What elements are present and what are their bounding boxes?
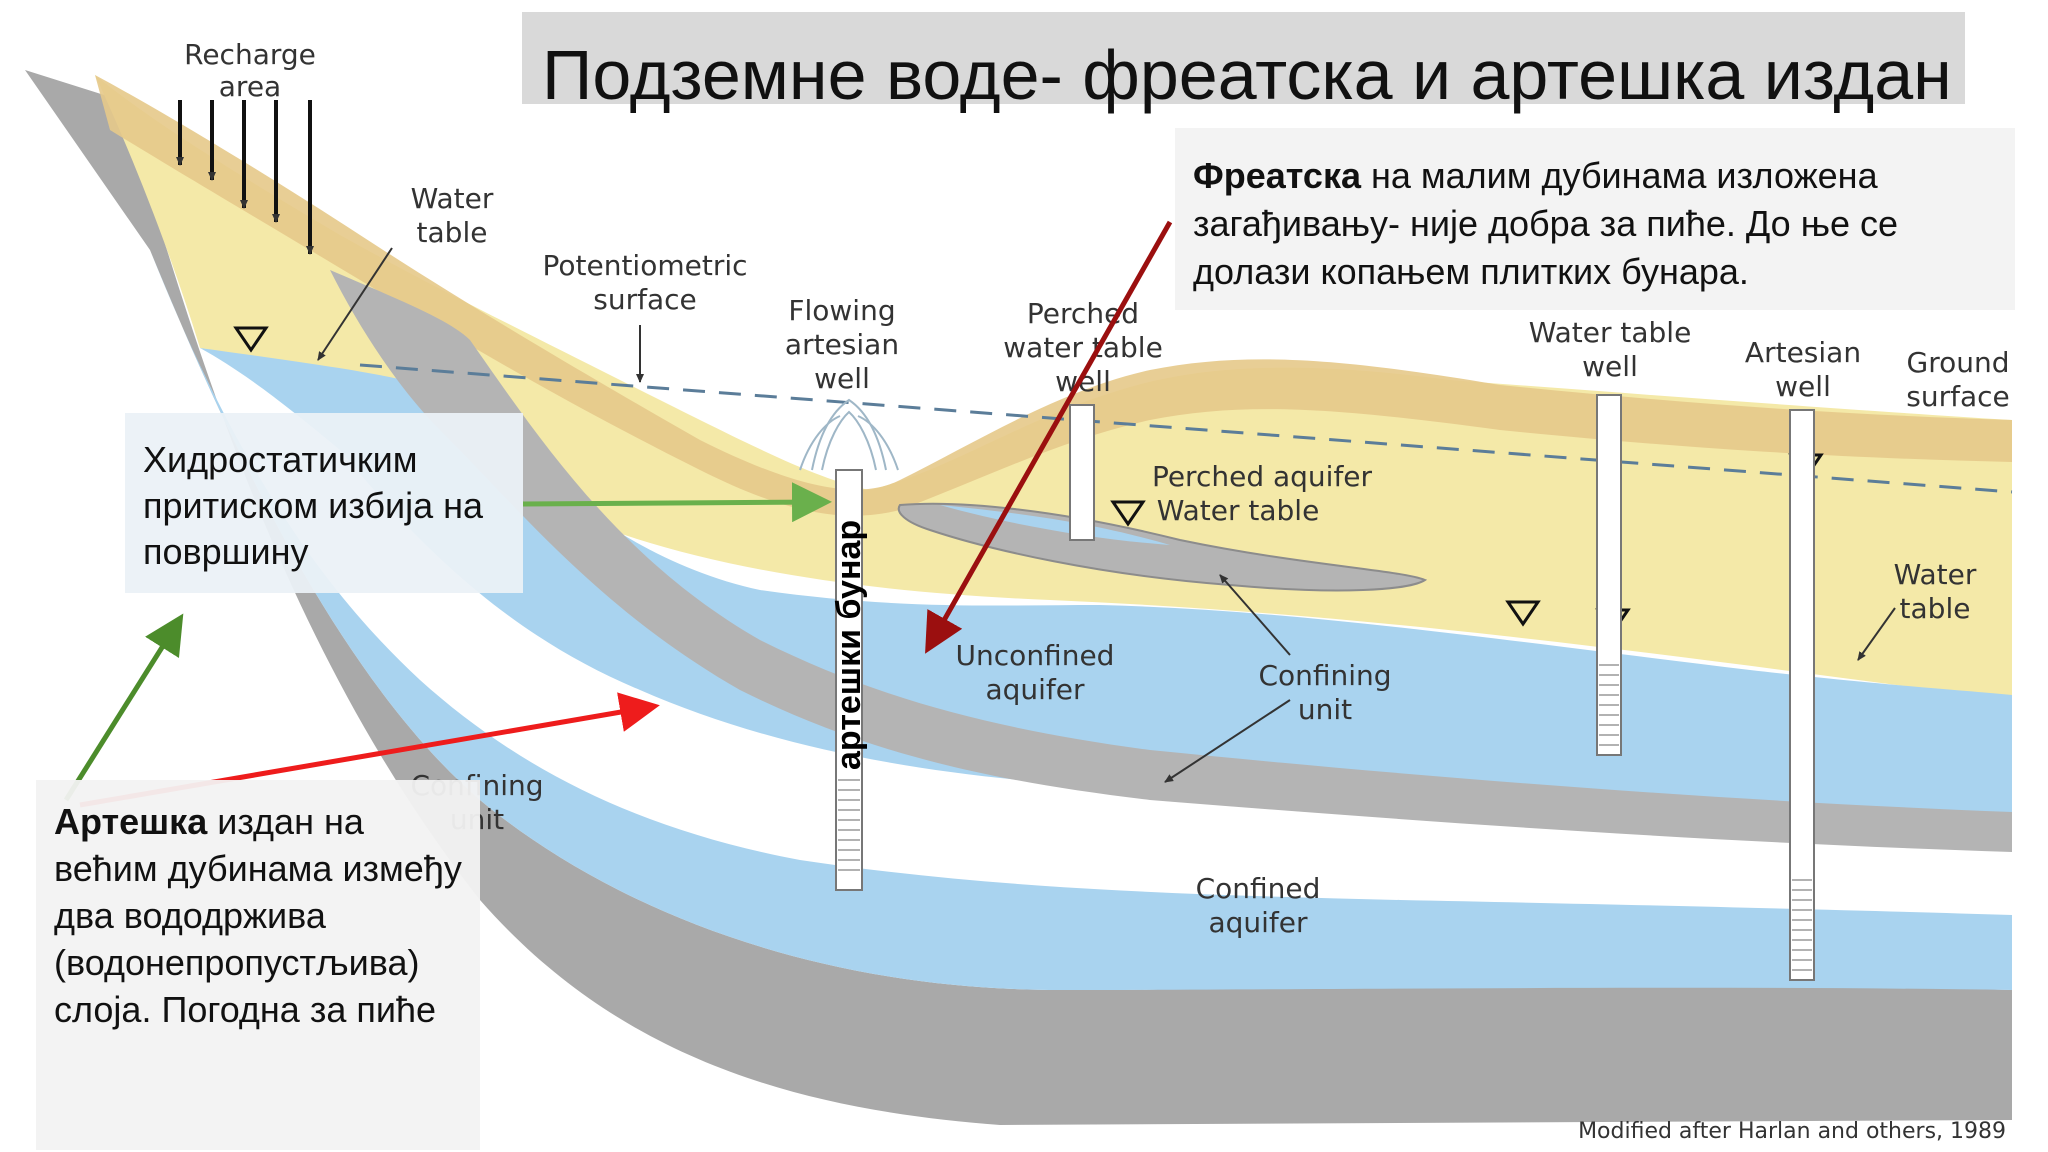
darkred-arrow-to-unconfined — [925, 220, 1173, 654]
water-table-well — [1596, 394, 1622, 756]
artesian-well-vertical-label: артешки бунар — [830, 520, 868, 770]
title-bar: Подземне воде- фреатска и артешка издан — [522, 12, 1965, 110]
phreatic-callout: Фреатска на малим дубинама изложена зага… — [1175, 128, 2015, 310]
ground-surface-strip — [95, 75, 2012, 516]
well-screens — [838, 664, 1812, 971]
source-credit: Modified after Harlan and others, 1989 — [1578, 1119, 2006, 1144]
perched-aquifer-label: Perched aquifer — [1152, 460, 1373, 493]
artesian-well — [1789, 409, 1815, 981]
bedrock-layer — [25, 70, 2012, 1125]
green-arrow-to-well — [522, 482, 832, 523]
artesian-callout-bold: Артешка — [54, 801, 208, 842]
confined-aquifer-water — [150, 250, 2012, 990]
unconfined-aquifer-water — [200, 348, 2012, 820]
artesian-callout-text: издан на већим дубинама између два водод… — [54, 801, 462, 1030]
recharge-sand-layer — [95, 75, 2012, 700]
phreatic-callout-text: на малим дубинама изложена загађивању- н… — [1193, 155, 1898, 292]
hydrostatic-callout-text: Хидростатичким притиском избија на површ… — [143, 439, 484, 572]
page-title: Подземне воде- фреатска и артешка издан — [542, 36, 1952, 114]
perched-water-strip — [940, 505, 1170, 545]
green-arrow-up — [63, 613, 184, 802]
phreatic-callout-bold: Фреатска — [1193, 155, 1361, 196]
leader-lines — [317, 247, 1896, 783]
perched-water-table-well — [1069, 404, 1095, 541]
potentiometric-surface-line — [359, 363, 2013, 494]
hydrostatic-callout: Хидростатичким притиском избија на површ… — [125, 413, 523, 593]
recharge-arrows — [176, 100, 314, 255]
perched-water-table-label: Water table — [1157, 494, 1320, 527]
artesian-callout: Артешка издан на већим дубинама између д… — [36, 780, 480, 1150]
